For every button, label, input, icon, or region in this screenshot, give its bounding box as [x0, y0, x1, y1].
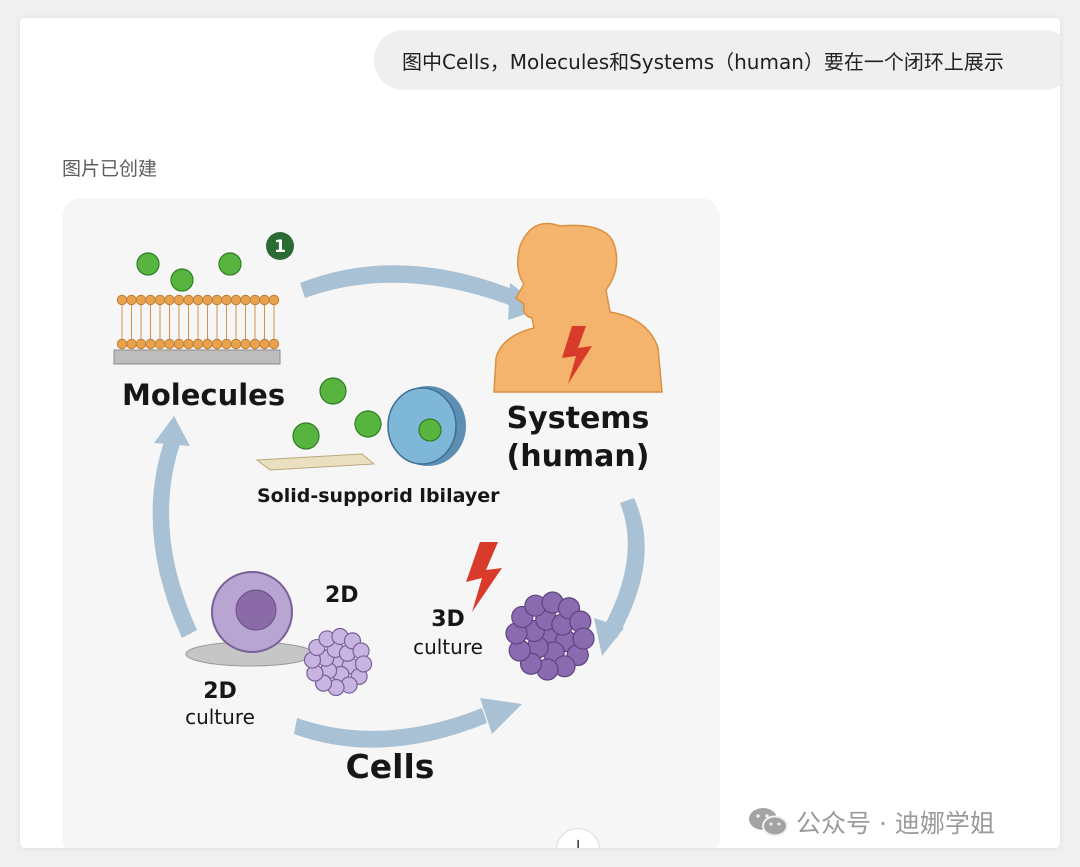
label-bilayer: Solid-supporid lbilayer	[257, 485, 500, 507]
arrow-cells-bottom	[294, 708, 487, 748]
solid-support-slab	[255, 453, 376, 471]
arrowhead-cells-bottom	[480, 698, 522, 734]
lightning-icon	[562, 326, 592, 384]
arrowhead-cells-right	[594, 618, 624, 656]
small-cell-cluster-icon	[303, 627, 373, 697]
label-3d-number: 3D	[431, 607, 465, 632]
lipid-bilayer-illustration	[113, 294, 281, 365]
arrow-cells-to-molecules	[152, 433, 197, 638]
step-badge-icon: 1	[266, 232, 294, 260]
label-cells: Cells	[346, 747, 435, 786]
arrow-systems-to-cells	[602, 498, 645, 638]
vesicle-illustration	[387, 386, 466, 466]
label-molecules: Molecules	[122, 378, 285, 412]
generated-image[interactable]: 1 Molecules Solid-supporid lbilayer Syst…	[62, 198, 720, 848]
watermark: 公众号 · 迪娜学姐	[748, 804, 995, 840]
chat-card: 图中Cells，Molecules和Systems（human）要在一个闭环上展…	[20, 18, 1060, 848]
image-created-status: 图片已创建	[62, 158, 158, 180]
label-3d-culture-word: culture	[413, 635, 483, 659]
label-2d-culture-number: 2D	[203, 679, 237, 704]
human-silhouette-icon	[493, 222, 663, 393]
user-message-bubble: 图中Cells，Molecules和Systems（human）要在一个闭环上展…	[374, 30, 1060, 90]
step-badge-text: 1	[274, 237, 286, 257]
lightning-icon-3d	[466, 542, 502, 612]
arrow-down-icon: ↓	[570, 837, 586, 848]
watermark-text: 公众号 · 迪娜学姐	[796, 809, 995, 838]
label-2d-top: 2D	[325, 583, 359, 608]
2d-cell-illustration	[185, 571, 315, 667]
label-systems: Systems	[507, 401, 650, 436]
cycle-diagram: 1 Molecules Solid-supporid lbilayer Syst…	[113, 222, 663, 786]
label-2d-culture-word: culture	[185, 705, 255, 729]
label-human: (human)	[507, 439, 650, 474]
large-cell-cluster-icon	[505, 591, 595, 681]
arrowhead-molecules	[154, 416, 190, 446]
wechat-icon	[748, 805, 788, 839]
user-message-text: 图中Cells，Molecules和Systems（human）要在一个闭环上展…	[402, 49, 1004, 74]
molecule-dots	[136, 252, 382, 450]
arrow-molecules-to-systems	[300, 265, 522, 308]
cycle-arrows	[152, 265, 645, 748]
